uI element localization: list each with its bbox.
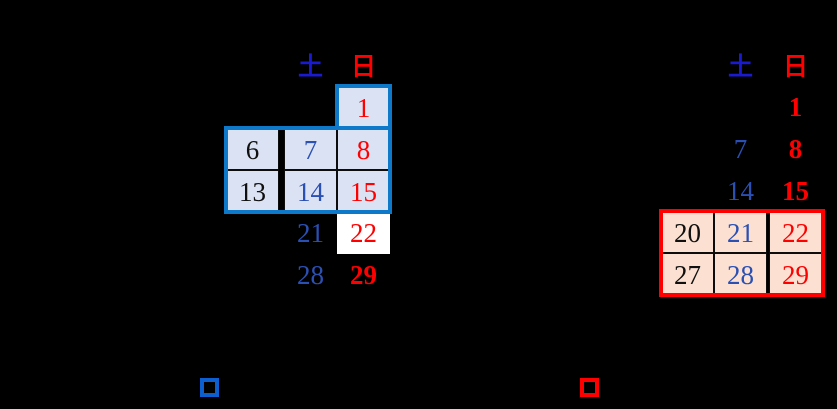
day-cell[interactable]: 21 (714, 211, 767, 253)
day-cell[interactable]: 14 (727, 176, 754, 206)
calendar-left: 土 日 1 6 7 8 13 14 15 21 22 28 29 (200, 52, 392, 397)
day-cell[interactable]: 13 (226, 170, 279, 212)
day-cell-today[interactable]: 22 (337, 212, 390, 254)
legend-square-red[interactable] (580, 378, 599, 397)
day-of-week-header-sunday: 日 (350, 52, 376, 81)
day-cell[interactable]: 20 (661, 211, 714, 253)
day-cell[interactable]: 22 (769, 211, 822, 253)
day-of-week-header-sunday: 日 (782, 52, 808, 81)
day-of-week-header-saturday: 土 (727, 52, 753, 81)
day-cell[interactable]: 15 (782, 176, 809, 206)
day-cell[interactable]: 8 (337, 128, 390, 170)
day-cell[interactable]: 14 (284, 170, 337, 212)
day-cell[interactable]: 1 (788, 92, 803, 122)
day-cell[interactable]: 28 (297, 260, 324, 290)
day-of-week-header-saturday: 土 (297, 52, 323, 81)
day-cell[interactable]: 29 (769, 253, 822, 295)
day-cell[interactable]: 28 (714, 253, 767, 295)
day-cell[interactable]: 6 (226, 128, 279, 170)
day-cell[interactable]: 7 (284, 128, 337, 170)
day-cell[interactable]: 15 (337, 170, 390, 212)
day-cell[interactable]: 21 (297, 218, 324, 248)
day-cell[interactable]: 29 (350, 260, 377, 290)
day-cell[interactable]: 8 (788, 134, 803, 164)
day-cell[interactable]: 7 (733, 134, 748, 164)
day-cell[interactable]: 27 (661, 253, 714, 295)
legend-square-blue[interactable] (200, 378, 219, 397)
